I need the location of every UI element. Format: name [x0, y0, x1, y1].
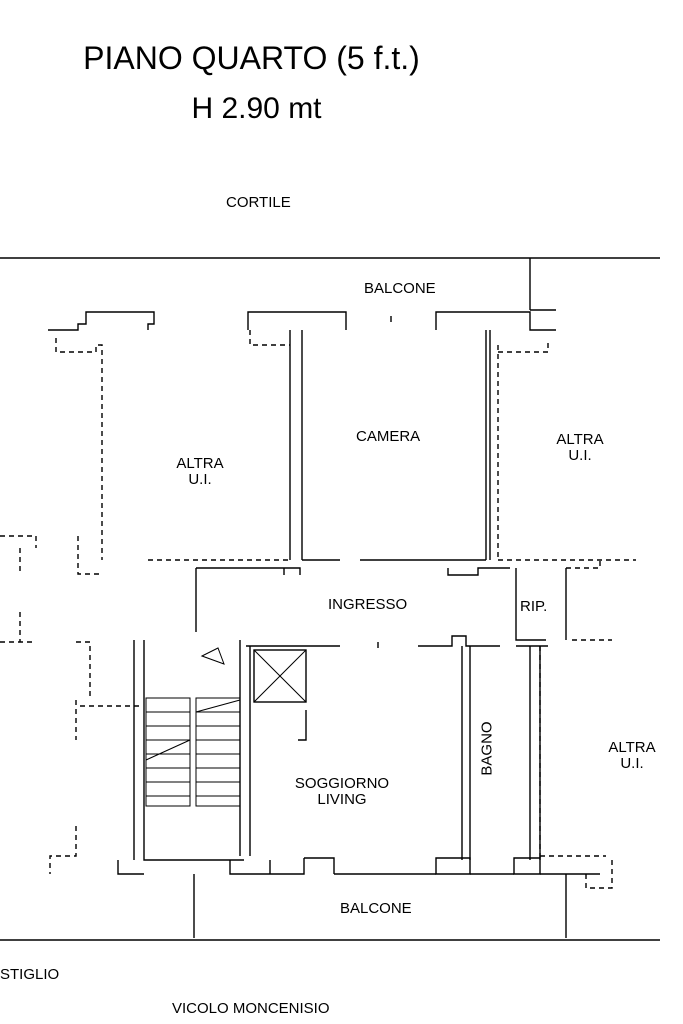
unit-label-right-bottom-line2: U.I. [620, 755, 644, 772]
right-unit-wall [539, 646, 606, 860]
unit-label-right-top-line1: ALTRA [556, 431, 604, 448]
corridor-walls [195, 567, 510, 632]
camera-wall-dash [249, 330, 290, 346]
facade-bottom [435, 857, 541, 875]
stairwell-wall [239, 640, 251, 856]
corridor-bottom-wall [246, 635, 548, 647]
left-unit-wall [55, 338, 103, 560]
stairs [145, 697, 241, 807]
left-unit-wall [77, 536, 102, 575]
elevator-wall [298, 710, 307, 741]
bagno-left-wall [461, 646, 471, 860]
floor-title: PIANO QUARTO (5 f.t.) [83, 40, 420, 76]
room-label-soggiorno: SOGGIORNO LIVING [294, 776, 390, 808]
far-left-wall [0, 535, 37, 643]
unit-label-right-top: ALTRA U.I. [548, 432, 612, 464]
right-unit-wall [585, 860, 613, 889]
room-label-rip: RIP. [520, 598, 548, 615]
bagno-right-wall [529, 646, 541, 860]
unit-label-right-bottom: ALTRA U.I. [600, 740, 664, 772]
balcony-top-label: BALCONE [364, 280, 436, 297]
unit-label-right-bottom-line1: ALTRA [608, 739, 656, 756]
unit-label-left-line2: U.I. [188, 471, 212, 488]
camera-right-wall [485, 330, 491, 560]
unit-label-right-top-line2: U.I. [568, 447, 592, 464]
room-label-ingresso: INGRESSO [328, 596, 408, 613]
room-label-soggiorno-line1: SOGGIORNO [294, 775, 390, 792]
rip-dash [566, 560, 612, 641]
stairwell-wall [133, 640, 244, 861]
unit-label-left: ALTRA U.I. [168, 456, 232, 488]
elevator-cross [253, 649, 307, 703]
unit-label-left-line1: ALTRA [176, 455, 224, 472]
balcony-bottom-sides [193, 874, 567, 938]
door-swing-icon [200, 647, 225, 665]
rip-wall [515, 568, 546, 641]
storage-label: STIGLIO [0, 966, 60, 983]
facade-pillar-right [435, 311, 556, 331]
elevator-shaft [253, 649, 307, 703]
room-label-camera: CAMERA [356, 428, 421, 445]
facade-pillar-center [247, 311, 347, 330]
right-unit-wall [497, 340, 549, 560]
balcony-bottom-label: BALCONE [340, 900, 412, 917]
street-label: VICOLO MONCENISIO [172, 1000, 330, 1017]
facade-pillar-left [48, 311, 155, 331]
room-label-living-line2: LIVING [317, 791, 367, 808]
left-unit-wall [75, 641, 140, 740]
room-label-bagno: BAGNO [478, 721, 496, 776]
left-unit-wall [49, 826, 77, 874]
ceiling-height: H 2.90 mt [191, 92, 322, 125]
camera-left-wall [289, 330, 303, 560]
facade-bottom [117, 857, 335, 875]
courtyard-label: CORTILE [226, 194, 291, 211]
